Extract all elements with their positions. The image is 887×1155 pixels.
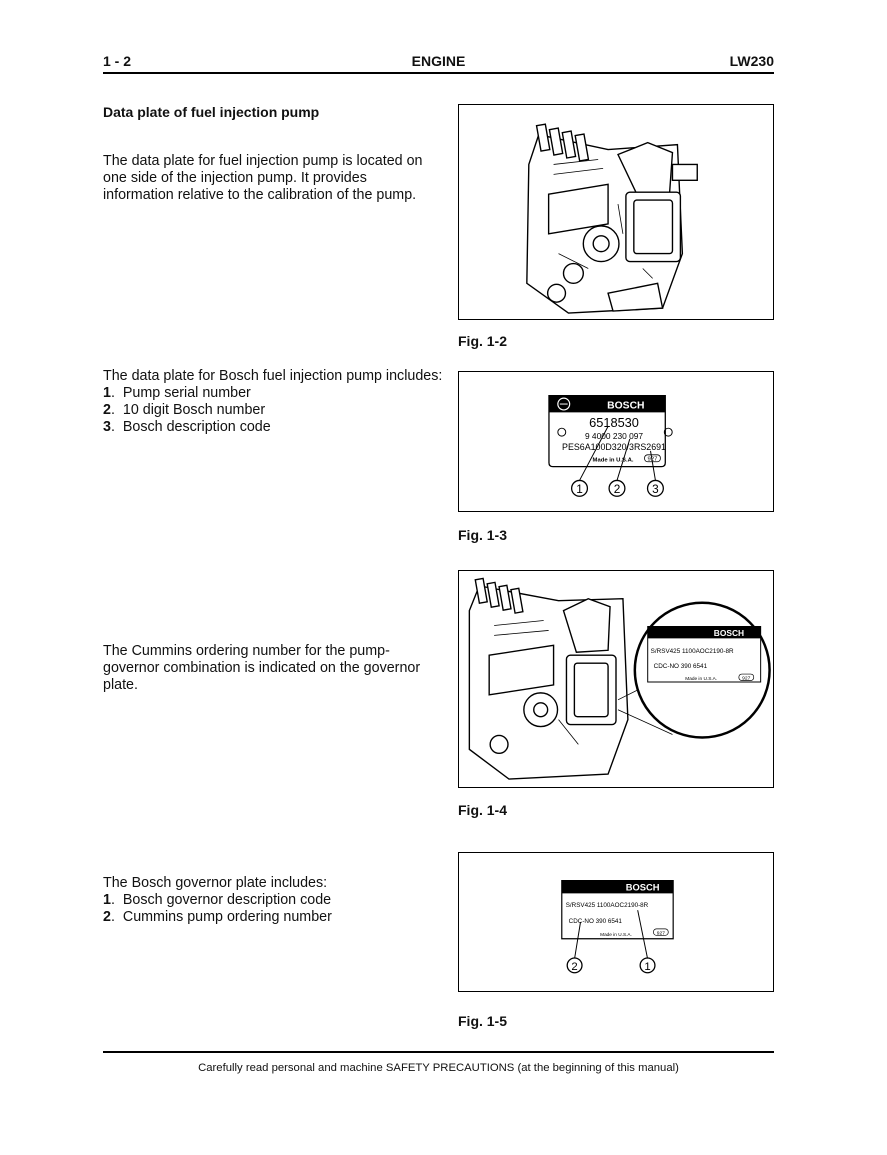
list-intro: The data plate for Bosch fuel injection …	[103, 368, 443, 384]
list-item: 2. Cummins pump ordering number	[103, 909, 332, 925]
pump-serial-number: 6518530	[589, 415, 639, 430]
figure-governor-plate-location: BOSCH S/RSV425 1100AOC2190-8R CDC-NO 390…	[458, 570, 774, 788]
governor-description-code: S/RSV425 1100AOC2190-8R	[651, 648, 734, 655]
callout-number: 1	[644, 961, 650, 973]
list-item: 2. 10 digit Bosch number	[103, 402, 266, 418]
list-intro: The Bosch governor plate includes:	[103, 875, 328, 891]
figure-pump-illustration	[458, 104, 774, 320]
plate-tag: 927	[657, 930, 665, 936]
callout-number: 1	[576, 482, 583, 496]
data-plate-description: The data plate for fuel injection pump i…	[103, 153, 423, 203]
bosch-logo-icon	[557, 397, 571, 411]
footer-note: Carefully read personal and machine SAFE…	[198, 1062, 679, 1074]
governor-plate-list: The Bosch governor plate includes: 1. Bo…	[103, 875, 423, 926]
governor-plate-illustration: BOSCH S/RSV425 1100AOC2190-8R CDC-NO 390…	[561, 880, 674, 974]
figure-pump-data-plate: BOSCH 6518530 9 4000 230 097 PES6A100D32…	[458, 371, 774, 512]
model-name: LW230	[729, 53, 774, 69]
cummins-ordering-number: CDC-NO 390 6541	[654, 663, 708, 670]
brand-label: BOSCH	[714, 628, 744, 638]
figure-governor-plate: BOSCH S/RSV425 1100AOC2190-8R CDC-NO 390…	[458, 852, 774, 992]
page-header: 1 - 2 ENGINE LW230	[103, 52, 774, 74]
page-number: 1 - 2	[103, 53, 132, 69]
brand-label: BOSCH	[607, 400, 644, 411]
pump-governor-illustration: BOSCH S/RSV425 1100AOC2190-8R CDC-NO 390…	[468, 577, 771, 780]
figure-caption: Fig. 1-2	[458, 333, 508, 349]
list-item: 3. Bosch description code	[103, 419, 271, 435]
list-item: 1. Bosch governor description code	[103, 892, 332, 908]
section-heading: Data plate of fuel injection pump	[103, 104, 320, 120]
cummins-ordering-number: CDC-NO 390 6541	[569, 918, 623, 925]
callout-number: 2	[571, 961, 577, 973]
bosch-description-code: PES6A100D320/3RS2691	[562, 442, 666, 452]
governor-description-code: S/RSV425 1100AOC2190-8R	[566, 902, 649, 909]
plate-tag: 927	[742, 675, 750, 681]
list-item: 1. Pump serial number	[103, 385, 251, 401]
figure-caption: Fig. 1-3	[458, 527, 508, 543]
bosch-plate-list: The data plate for Bosch fuel injection …	[103, 368, 443, 436]
callout-number: 3	[652, 482, 659, 496]
brand-label: BOSCH	[626, 882, 660, 892]
figure-caption: Fig. 1-5	[458, 1013, 508, 1029]
made-in-label: Made in U.S.A.	[593, 458, 634, 464]
footer-rule	[103, 1051, 774, 1053]
callout-number: 2	[614, 482, 621, 496]
bosch-number: 9 4000 230 097	[585, 431, 643, 441]
pump-data-plate-illustration: BOSCH 6518530 9 4000 230 097 PES6A100D32…	[548, 395, 673, 497]
fuel-injection-pump-illustration	[526, 123, 698, 314]
governor-plate-description: The Cummins ordering number for the pump…	[103, 643, 421, 693]
made-in-label: Made in U.S.A.	[600, 932, 632, 938]
made-in-label: Made in U.S.A.	[685, 676, 717, 682]
chapter-title: ENGINE	[411, 53, 466, 69]
figure-caption: Fig. 1-4	[458, 802, 508, 818]
